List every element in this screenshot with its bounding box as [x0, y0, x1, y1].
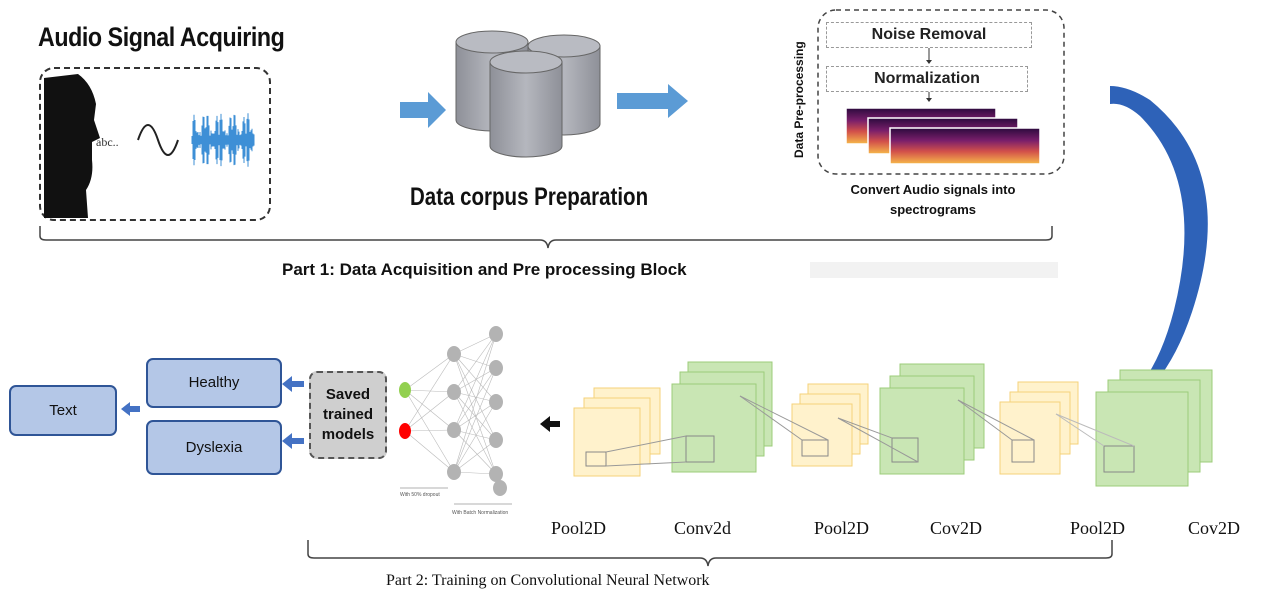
nn-node: [447, 464, 461, 480]
arrow-to-healthy-icon: [282, 376, 304, 392]
nn-edge: [453, 429, 497, 475]
nn-node: [447, 346, 461, 362]
nn-node: [489, 326, 503, 342]
saved-models-label: Saved trained models: [321, 386, 375, 443]
curved-arrow-icon: [1110, 86, 1208, 418]
nn-edge: [453, 429, 497, 441]
nn-edge: [453, 367, 497, 473]
arrow-to-nn-icon: [540, 416, 560, 432]
corpus-title: Data corpus Preparation: [410, 183, 649, 211]
audio-frame: [39, 67, 271, 221]
layer-label-pool2d-1: Pool2D: [551, 518, 607, 538]
nn-edge: [453, 471, 497, 475]
pool2d-stack-1: [573, 387, 661, 477]
preprocessing-frame: [817, 9, 1065, 175]
nn-edge: [453, 401, 497, 473]
nn-edge: [453, 353, 497, 475]
nn-edge: [404, 389, 455, 473]
noise-removal-step: Noise Removal: [826, 22, 1032, 48]
part2-brace: [307, 540, 1113, 567]
nn-node: [447, 384, 461, 400]
nn-caption-batchnorm: With Batch Normalization: [452, 510, 509, 516]
healthy-output-box: Healthy: [146, 358, 282, 408]
part1-shadow-band: [810, 262, 1058, 278]
conv2d-stack-3: [1055, 369, 1213, 487]
layer-label-conv2d-2: Cov2D: [930, 518, 983, 538]
spectrogram-caption: Convert Audio signals into spectrograms: [850, 182, 1016, 217]
step-arrow-2-icon: [926, 98, 932, 102]
nn-edge: [453, 353, 497, 369]
conv2d-stack-1: [605, 361, 773, 473]
speech-text: abc..: [96, 135, 119, 149]
pool2d-stack-3: [957, 381, 1079, 475]
audio-acquiring-title: Audio Signal Acquiring: [38, 22, 285, 52]
normalization-step: Normalization: [826, 66, 1028, 92]
conv2d-stack-2: [837, 363, 985, 475]
nn-edge: [404, 389, 455, 431]
nn-node: [489, 432, 503, 448]
arrow-to-corpus-icon: [400, 92, 446, 128]
part1-label: Part 1: Data Acquisition and Pre process…: [282, 260, 687, 279]
sine-wave-icon: [137, 124, 179, 156]
part2-label: Part 2: Training on Convolutional Neural…: [386, 572, 710, 589]
nn-edge: [404, 353, 455, 432]
layer-label-conv2d-3: Cov2D: [1188, 518, 1241, 538]
nn-edge: [404, 353, 455, 391]
waveform-lines: [191, 113, 255, 167]
nn-node: [489, 360, 503, 376]
nn-node: [447, 422, 461, 438]
head-silhouette-icon: [44, 74, 100, 218]
nn-edge: [404, 391, 455, 432]
audio-waveform-icon: [191, 113, 255, 167]
nn-edge: [404, 389, 455, 393]
arrow-to-text-icon: [121, 402, 140, 416]
text-output-box: Text: [9, 385, 117, 436]
database-cylinders-icon: [455, 30, 601, 158]
nn-caption-dropout: With 50% dropout: [400, 492, 440, 498]
pool2d-stack-2: [739, 383, 869, 467]
nn-edge: [453, 333, 497, 431]
spectrograms-icon: [845, 107, 1041, 165]
layer-label-pool2d-2: Pool2D: [814, 518, 870, 538]
layer-label-conv2d-1: Conv2d: [674, 518, 732, 538]
nn-node: [489, 394, 503, 410]
preprocessing-label: Data Pre-processing: [792, 41, 806, 158]
nn-node: [399, 382, 411, 398]
nn-edge: [453, 391, 497, 403]
arrow-to-preprocessing-icon: [617, 84, 688, 118]
nn-edge: [453, 367, 497, 393]
nn-edge: [453, 353, 497, 403]
nn-node: [399, 423, 411, 439]
saved-models-box: Saved trained models: [309, 371, 387, 459]
step-arrow-1-icon: [926, 60, 932, 64]
nn-edge: [453, 401, 497, 431]
nn-edge: [453, 333, 497, 393]
part1-brace: [39, 226, 1053, 249]
layer-label-pool2d-3: Pool2D: [1070, 518, 1126, 538]
nn-edge: [404, 430, 455, 473]
nn-edge: [404, 429, 455, 432]
nn-edge: [453, 439, 497, 473]
arrow-to-dyslexia-icon: [282, 433, 304, 449]
nn-edge: [453, 367, 497, 431]
nn-node: [489, 466, 503, 482]
nn-node: [493, 480, 507, 496]
neural-network-icon: [399, 326, 507, 496]
nn-edge: [453, 391, 497, 475]
nn-edge: [453, 333, 497, 355]
dyslexia-output-box: Dyslexia: [146, 420, 282, 475]
nn-edge: [453, 333, 497, 473]
